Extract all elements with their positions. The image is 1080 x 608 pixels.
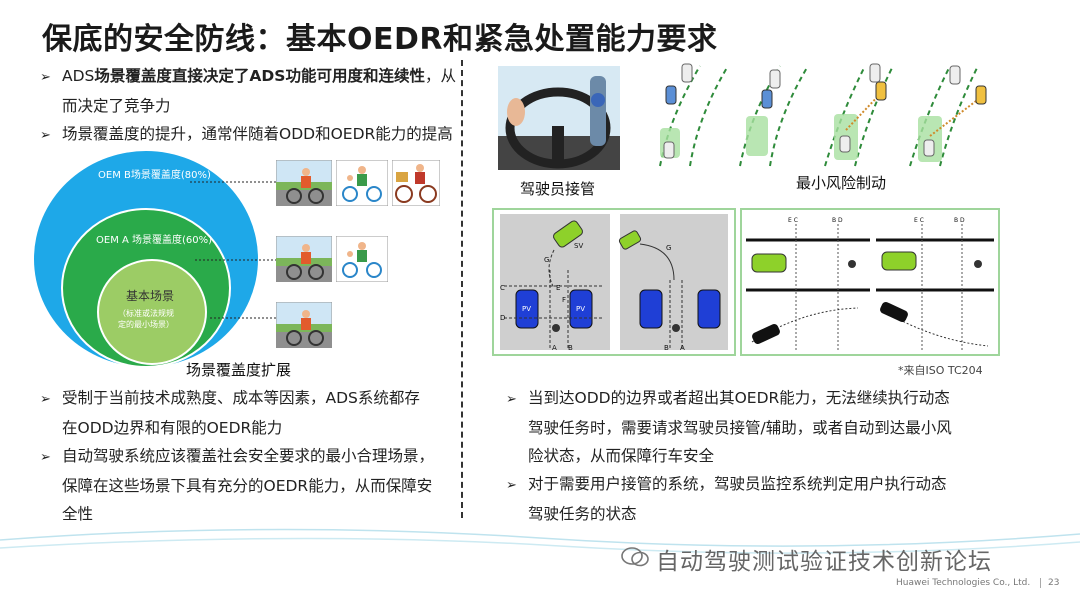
driver-takeover-caption: 驾驶员接管	[520, 180, 596, 198]
footer-company: Huawei Technologies Co., Ltd.	[896, 578, 1031, 588]
inner-coverage-circle	[97, 259, 207, 365]
scenario-image-cyclist-child	[336, 160, 388, 206]
left-bottom-bullets: ➢受制于当前技术成熟度、成本等因素，ADS系统都存 在ODD边界和有限的OEDR…	[40, 384, 460, 528]
bullet-arrow-icon: ➢	[40, 392, 51, 407]
scenario-image-cyclist-child	[336, 236, 388, 282]
scenario-image-cyclist-road	[276, 236, 332, 282]
wechat-icon	[620, 545, 650, 569]
svg-text:B: B	[664, 344, 669, 352]
svg-text:B D: B D	[832, 217, 843, 224]
decorative-wave	[0, 528, 1080, 554]
outer-coverage-label: OEM B场景覆盖度(80%)	[98, 168, 211, 181]
inner-coverage-label: 基本场景	[126, 289, 174, 303]
bullet-arrow-icon: ➢	[506, 392, 517, 407]
svg-text:PV: PV	[576, 305, 585, 313]
page-number: 23	[1048, 578, 1060, 588]
page-title: 保底的安全防线：基本OEDR和紧急处置能力要求	[42, 22, 718, 57]
svg-text:定的最小场景）: 定的最小场景）	[118, 319, 174, 329]
bullet-item: ➢自动驾驶系统应该覆盖社会安全要求的最小合理场景，	[40, 442, 460, 472]
svg-text:B: B	[568, 344, 573, 352]
coverage-caption: 场景覆盖度扩展	[186, 361, 292, 379]
driver-takeover-image	[498, 66, 620, 170]
connector-lines	[190, 178, 284, 322]
svg-text:E: E	[556, 284, 560, 292]
bullet-arrow-icon: ➢	[40, 450, 51, 465]
svg-text:B D: B D	[954, 217, 965, 224]
cutin-scenario-diagram: E C B D E C B D	[746, 214, 994, 350]
parking-scenario-panel: SV PV PV G G C D E F A B B A	[492, 208, 736, 356]
scenario-image-cyclist-cargo	[392, 160, 440, 206]
scenario-image-cyclist-road	[276, 302, 332, 348]
bullet-item: ➢当到达ODD的边界或者超出其OEDR能力，无法继续执行动态	[506, 384, 1066, 414]
right-bottom-bullets: ➢当到达ODD的边界或者超出其OEDR能力，无法继续执行动态 驾驶任务时，需要请…	[506, 384, 1066, 528]
bullet-item: ➢受制于当前技术成熟度、成本等因素，ADS系统都存	[40, 384, 460, 414]
svg-text:G: G	[544, 256, 549, 264]
parking-scenario-diagram: SV PV PV G G C D E F A B B A	[500, 214, 728, 352]
svg-text:D: D	[500, 314, 505, 322]
source-note: *来自ISO TC204	[898, 364, 983, 377]
mrm-caption: 最小风险制动	[796, 174, 887, 192]
mrm-lane-diagrams	[659, 63, 987, 167]
svg-text:（标准或法规规: （标准或法规规	[118, 308, 174, 318]
bullet-arrow-icon: ➢	[40, 70, 51, 85]
column-divider	[461, 60, 463, 518]
svg-text:F: F	[562, 296, 566, 304]
svg-text:C: C	[500, 284, 505, 292]
cutin-scenario-panel: E C B D E C B D	[740, 208, 1000, 356]
svg-text:SV: SV	[574, 242, 583, 250]
svg-text:E C: E C	[914, 217, 924, 224]
bullet-item: ➢ADS场景覆盖度直接决定了ADS功能可用度和连续性，从	[40, 62, 460, 92]
svg-text:E C: E C	[788, 217, 798, 224]
footer-separator	[1040, 578, 1042, 588]
svg-text:PV: PV	[522, 305, 531, 313]
left-top-bullets: ➢ADS场景覆盖度直接决定了ADS功能可用度和连续性，从 而决定了竞争力 ➢场景…	[40, 62, 460, 150]
svg-text:G: G	[666, 244, 671, 252]
scenario-image-cyclist-road	[276, 160, 332, 206]
scenario-coverage-diagram: OEM B场景覆盖度(80%) OEM A 场景覆盖度(60%) 基本场景 （标…	[34, 151, 258, 368]
bullet-item: ➢场景覆盖度的提升，通常伴随着ODD和OEDR能力的提高	[40, 120, 460, 150]
svg-text:A: A	[552, 344, 557, 352]
bullet-arrow-icon: ➢	[40, 128, 51, 143]
watermark-text: 自动驾驶测试验证技术创新论坛	[656, 549, 992, 575]
bullet-item: ➢对于需要用户接管的系统，驾驶员监控系统判定用户执行动态	[506, 470, 1066, 500]
middle-coverage-label: OEM A 场景覆盖度(60%)	[96, 233, 212, 246]
bullet-arrow-icon: ➢	[506, 478, 517, 493]
svg-text:A: A	[680, 344, 685, 352]
